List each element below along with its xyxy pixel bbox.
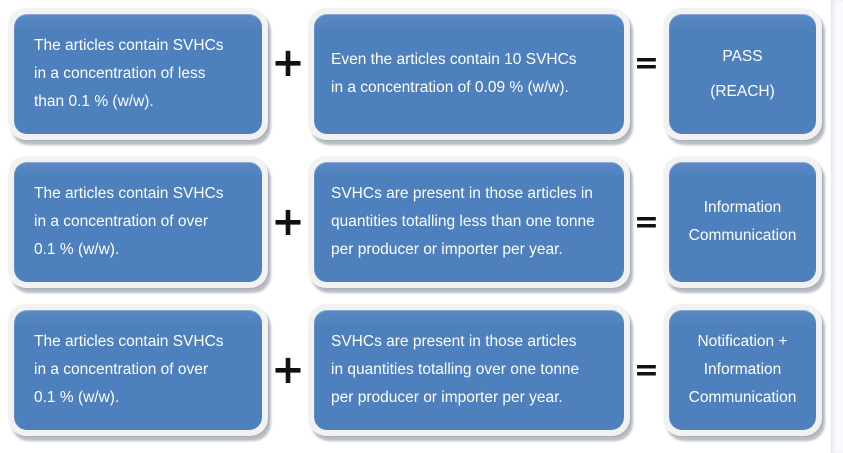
box-text-line: (REACH) <box>710 83 775 100</box>
condition-box-row3: The articles contain SVHCs in a concentr… <box>8 304 268 436</box>
box-text-line: Information <box>703 361 782 378</box>
box-text-line: 0.1 % (w/w). <box>34 241 120 258</box>
box-text-line: quantities totalling less than one tonne <box>331 213 595 230</box>
box-text-line: per producer or importer per year. <box>331 241 563 258</box>
box-text-line: in a concentration of less <box>34 65 206 82</box>
result-box-row3: Notification + Information Communication <box>663 304 822 436</box>
result-box-row2: Information Communication <box>663 156 822 288</box>
box-text-line: 0.1 % (w/w). <box>34 389 120 406</box>
condition-box-row3-body: The articles contain SVHCs in a concentr… <box>14 310 262 430</box>
box-text-line: in a concentration of over <box>34 361 209 378</box>
criterion-box-row3: SVHCs are present in those articles in q… <box>308 304 630 436</box>
reach-svhc-diagram: The articles contain SVHCs in a concentr… <box>8 8 822 436</box>
criterion-box-row1-body: Even the articles contain 10 SVHCs in a … <box>314 14 624 134</box>
plus-operator-row3: + <box>271 347 305 393</box>
equals-operator-row3: = <box>633 352 660 388</box>
box-text-line: PASS <box>722 48 763 65</box>
box-text-line: per producer or importer per year. <box>331 389 563 406</box>
box-text-line: The articles contain SVHCs <box>34 185 224 202</box>
box-text-line: in a concentration of 0.09 % (w/w). <box>331 79 569 96</box>
plus-operator-row2: + <box>271 199 305 245</box>
equals-operator-row1: = <box>633 45 660 81</box>
result-box-row3-body: Notification + Information Communication <box>669 310 816 430</box>
page-edge-strip <box>831 0 843 453</box>
plus-operator-row1: + <box>271 40 305 86</box>
condition-box-row2-body: The articles contain SVHCs in a concentr… <box>14 162 262 282</box>
criterion-box-row2-body: SVHCs are present in those articles in q… <box>314 162 624 282</box>
criterion-box-row3-body: SVHCs are present in those articles in q… <box>314 310 624 430</box>
box-text-line: Information <box>703 199 782 216</box>
condition-box-row1: The articles contain SVHCs in a concentr… <box>8 8 268 140</box>
box-text-line: Communication <box>688 389 797 406</box>
condition-box-row2: The articles contain SVHCs in a concentr… <box>8 156 268 288</box>
result-box-row2-body: Information Communication <box>669 162 816 282</box>
result-box-row1-body: PASS (REACH) <box>669 14 816 134</box>
equals-operator-row2: = <box>633 204 660 240</box>
box-text-line: in a concentration of over <box>34 213 209 230</box>
box-text-line: SVHCs are present in those articles in <box>331 185 593 202</box>
box-text-line: in quantities totalling over one tonne <box>331 361 580 378</box>
criterion-box-row2: SVHCs are present in those articles in q… <box>308 156 630 288</box>
condition-box-row1-body: The articles contain SVHCs in a concentr… <box>14 14 262 134</box>
result-box-row1: PASS (REACH) <box>663 8 822 140</box>
box-text-line: The articles contain SVHCs <box>34 333 224 350</box>
box-text-line: Even the articles contain 10 SVHCs <box>331 51 577 68</box>
box-text-line: Notification + <box>697 333 788 350</box>
criterion-box-row1: Even the articles contain 10 SVHCs in a … <box>308 8 630 140</box>
box-text-line: Communication <box>688 227 797 244</box>
box-text-line: The articles contain SVHCs <box>34 37 224 54</box>
box-text-line: than 0.1 % (w/w). <box>34 93 154 110</box>
box-text-line: SVHCs are present in those articles <box>331 333 577 350</box>
